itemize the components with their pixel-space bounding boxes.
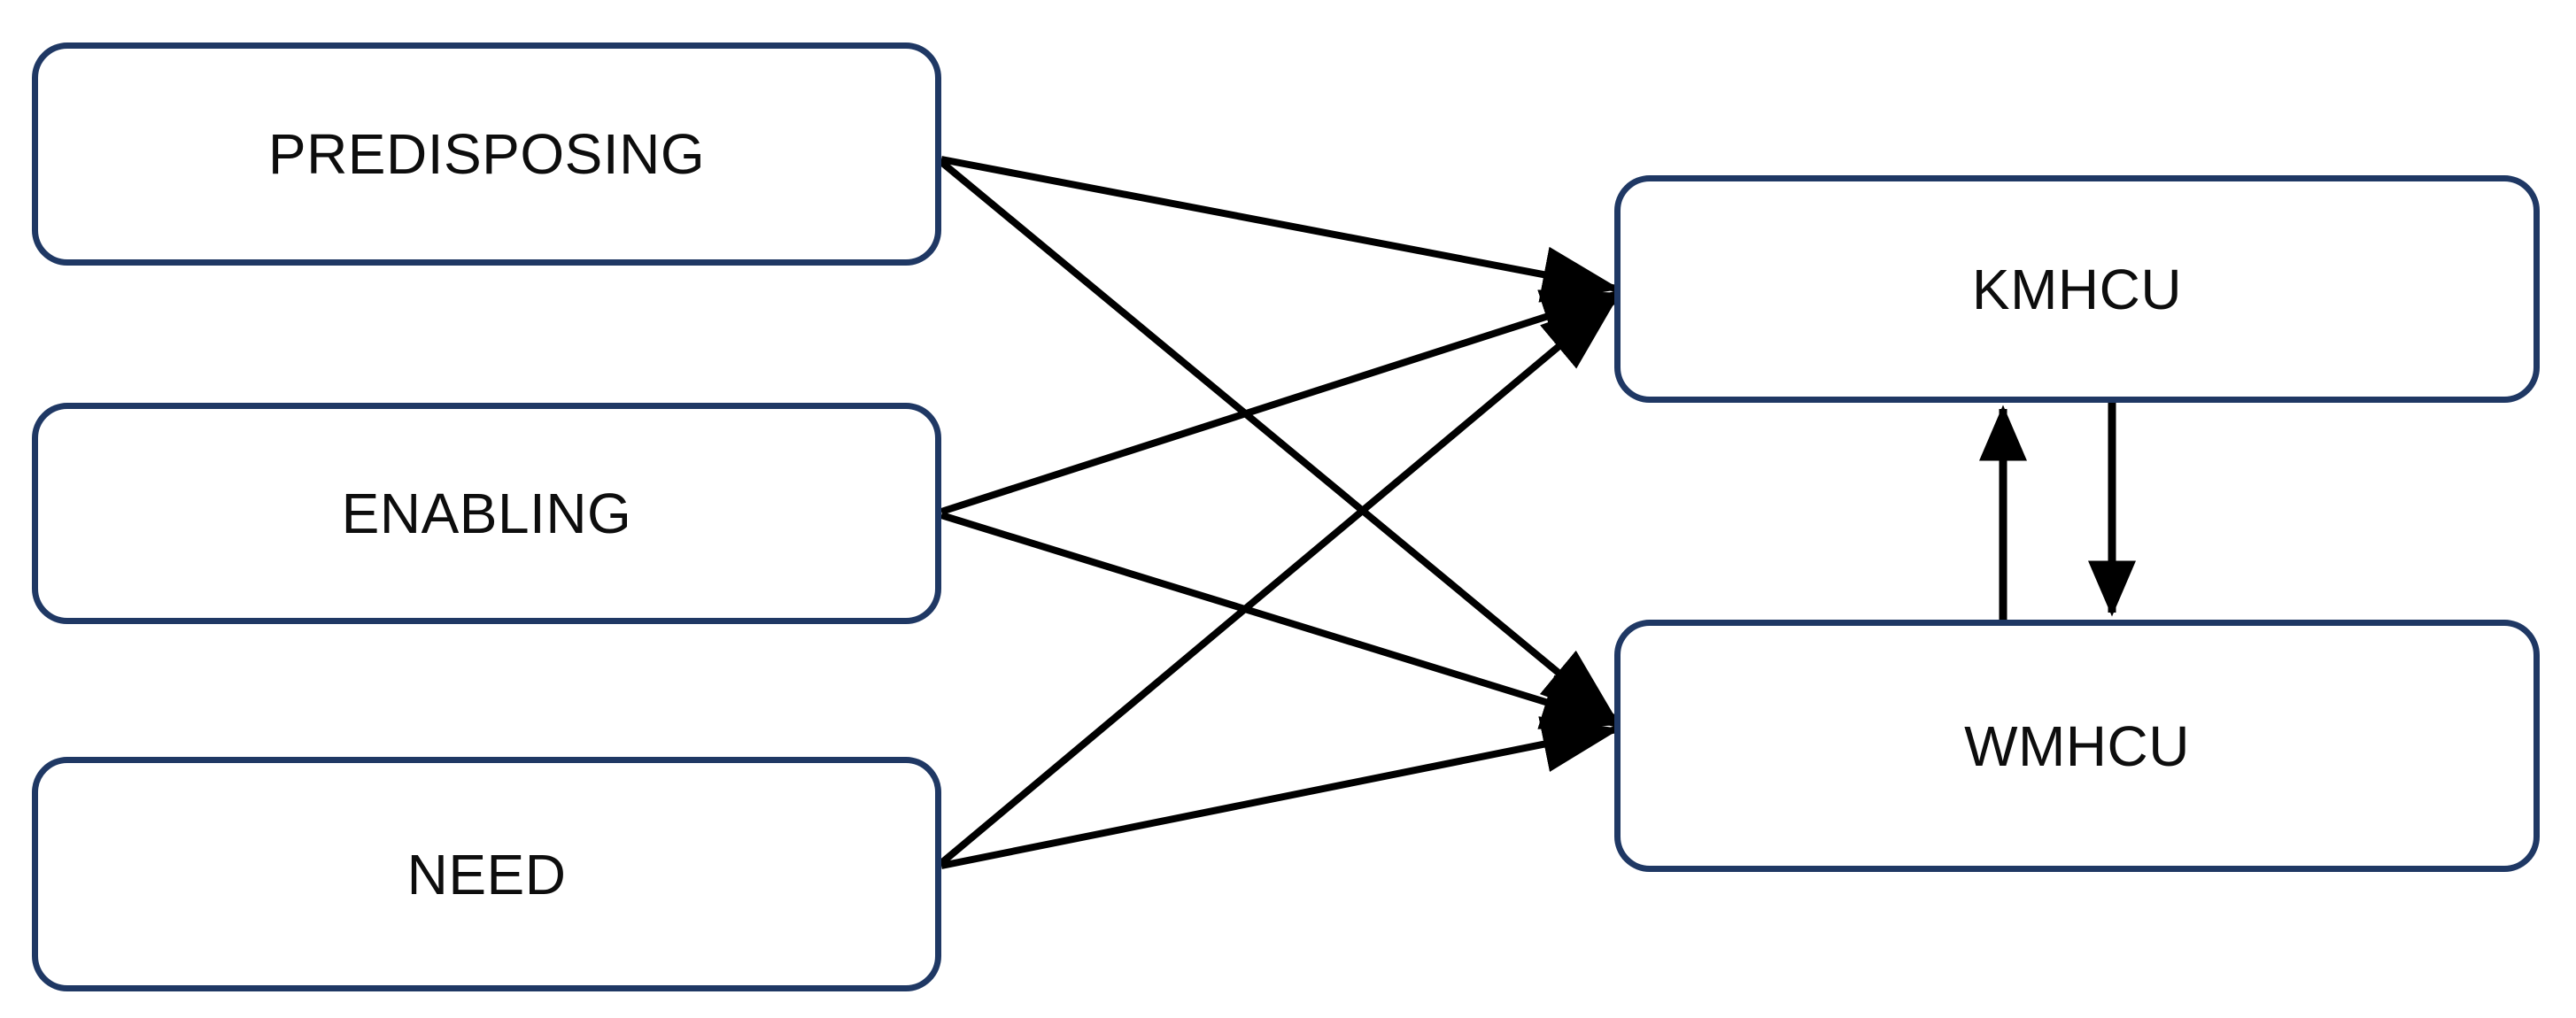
edge-predisposing-to-wmhcu xyxy=(939,158,1619,723)
node-enabling[interactable]: ENABLING xyxy=(32,403,941,624)
edge-enabling-to-wmhcu xyxy=(940,512,1621,729)
node-enabling-label: ENABLING xyxy=(341,482,632,545)
node-predisposing[interactable]: PREDISPOSING xyxy=(32,42,941,266)
node-wmhcu[interactable]: WMHCU xyxy=(1614,620,2540,872)
node-kmhcu-label: KMHCU xyxy=(1971,257,2183,321)
node-wmhcu-label: WMHCU xyxy=(1964,713,2190,778)
node-need-label: NEED xyxy=(406,842,567,906)
edge-enabling-to-kmhcu xyxy=(940,289,1621,515)
node-need[interactable]: NEED xyxy=(32,757,941,991)
edge-need-to-wmhcu xyxy=(940,716,1621,869)
edge-predisposing-to-kmhcu xyxy=(940,156,1621,303)
node-kmhcu[interactable]: KMHCU xyxy=(1614,175,2540,403)
node-predisposing-label: PREDISPOSING xyxy=(267,122,706,186)
edge-need-to-kmhcu xyxy=(939,296,1619,867)
